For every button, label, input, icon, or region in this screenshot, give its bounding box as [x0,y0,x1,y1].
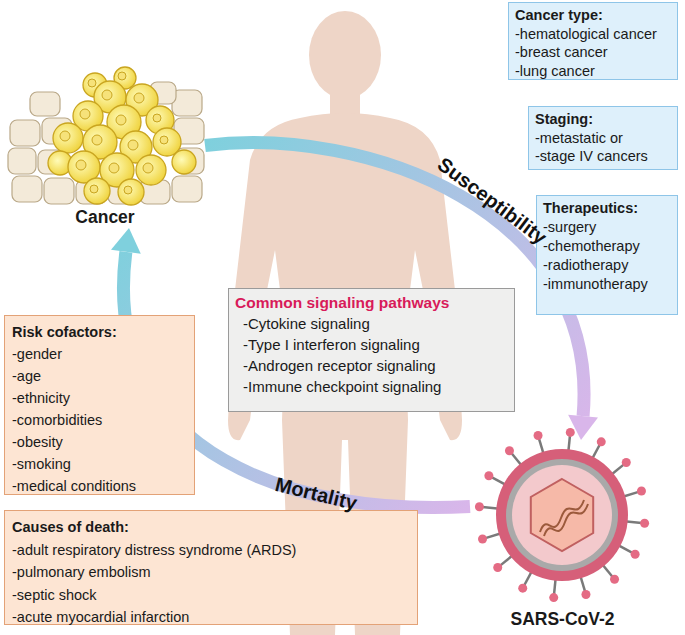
box-heading: Common signaling pathways [235,292,508,313]
box-heading: Cancer [75,206,134,228]
list-item: -lung cancer [515,62,671,81]
list-item: -Cytokine signaling [235,313,508,334]
spike-knob [566,428,575,437]
list-item: -gender [12,343,187,365]
list-item: -metastatic or [535,129,671,148]
list-item: -medical conditions [12,475,187,497]
list-item: -surgery [543,218,671,237]
list-item: -radiotherapy [543,256,671,275]
spike-knob [581,590,590,599]
cancer-cell [84,178,110,204]
spike-knob [597,437,606,446]
list-item: -Immune checkpoint signaling [235,376,508,397]
normal-cell [44,178,74,204]
pathway-box: Common signaling pathways-Cytokine signa… [228,288,515,412]
cell-nuclei [60,72,168,194]
virus-node: SARS-CoV-2 [470,440,655,630]
nucleus [153,114,161,122]
normal-cell [10,120,40,146]
nucleus [124,186,132,194]
list-item: -pulmonary embolism [12,561,410,584]
cancer-cells [48,67,196,205]
list-item: -smoking [12,453,187,475]
arrow-head [111,228,141,254]
category-box: Cancer type:-hematological cancer-breast… [508,2,678,80]
normal-cell [172,176,202,202]
virus-membrane [506,459,618,571]
virus-core [512,465,612,565]
spike-knob [478,534,487,543]
tissue-cells [8,82,204,204]
nucleus [102,90,112,100]
nucleus [160,136,168,144]
list-item: -breast cancer [515,43,671,62]
cancer-cell [136,155,166,185]
list-item: -comorbidities [12,409,187,431]
list-item: -Androgen receptor signaling [235,355,508,376]
spike-knob [475,502,484,511]
nucleus [90,185,98,193]
spike-knob [493,563,502,572]
virus-rna [544,504,588,536]
cancer-cell [172,150,196,174]
spike-knob [610,575,619,584]
list-item: -adult respiratory distress syndrome (AR… [12,539,410,562]
nucleus [143,163,153,173]
list-item: -ethnicity [12,387,187,409]
list-item: -chemotherapy [543,237,671,256]
nucleus [80,109,90,119]
nucleus [128,140,138,150]
list-item: -age [12,365,187,387]
spike-knob [637,487,646,496]
nucleus [60,131,70,141]
spike-knob [505,446,514,455]
virus-spikes [475,428,649,602]
box-heading: Staging: [535,110,671,129]
list-item: -acute myocardial infarction [12,606,410,629]
list-item: -immunotherapy [543,275,671,294]
virus-capsid [531,479,593,551]
box-heading: SARS-CoV-2 [510,608,614,630]
nucleus [118,72,126,80]
normal-cell [12,176,42,202]
virus-envelope [496,449,628,581]
cancer-cell [118,179,144,205]
spike-knob [484,471,493,480]
spike-knob [549,593,558,602]
list-item: -obesity [12,431,187,453]
risk-box: Causes of death:-adult respiratory distr… [4,510,418,625]
arrow-head [568,415,598,440]
nucleus [88,79,96,87]
box-heading: Therapeutics: [543,199,671,218]
nucleus [76,160,86,170]
arc-band [205,143,584,416]
nucleus [92,135,102,145]
list-item: -Type I interferon signaling [235,334,508,355]
box-heading: Cancer type: [515,6,671,25]
list-item: -septic shock [12,584,410,607]
silhouette-head [309,11,381,99]
spike-knob [518,584,527,593]
nucleus [134,93,144,103]
nucleus [109,163,119,173]
list-item: -stage IV cancers [535,147,671,166]
cancer-node: Cancer [5,78,205,228]
nucleus [116,115,126,125]
cancer-cell [53,123,83,153]
box-heading: Risk cofactors: [12,321,187,343]
category-box: Therapeutics:-surgery-chemotherapy-radio… [536,195,678,315]
normal-cell [8,148,36,174]
spike-knob [534,431,543,440]
list-item: -hematological cancer [515,25,671,44]
box-heading: Causes of death: [12,516,410,539]
spike-knob [640,519,649,528]
category-box: Staging:-metastatic or-stage IV cancers [528,106,678,170]
spike-knob [622,458,631,467]
normal-cell [30,92,60,116]
risk-box: Risk cofactors:-gender-age-ethnicity-com… [4,315,195,495]
spike-knob [631,550,640,559]
virus-body [496,449,628,581]
